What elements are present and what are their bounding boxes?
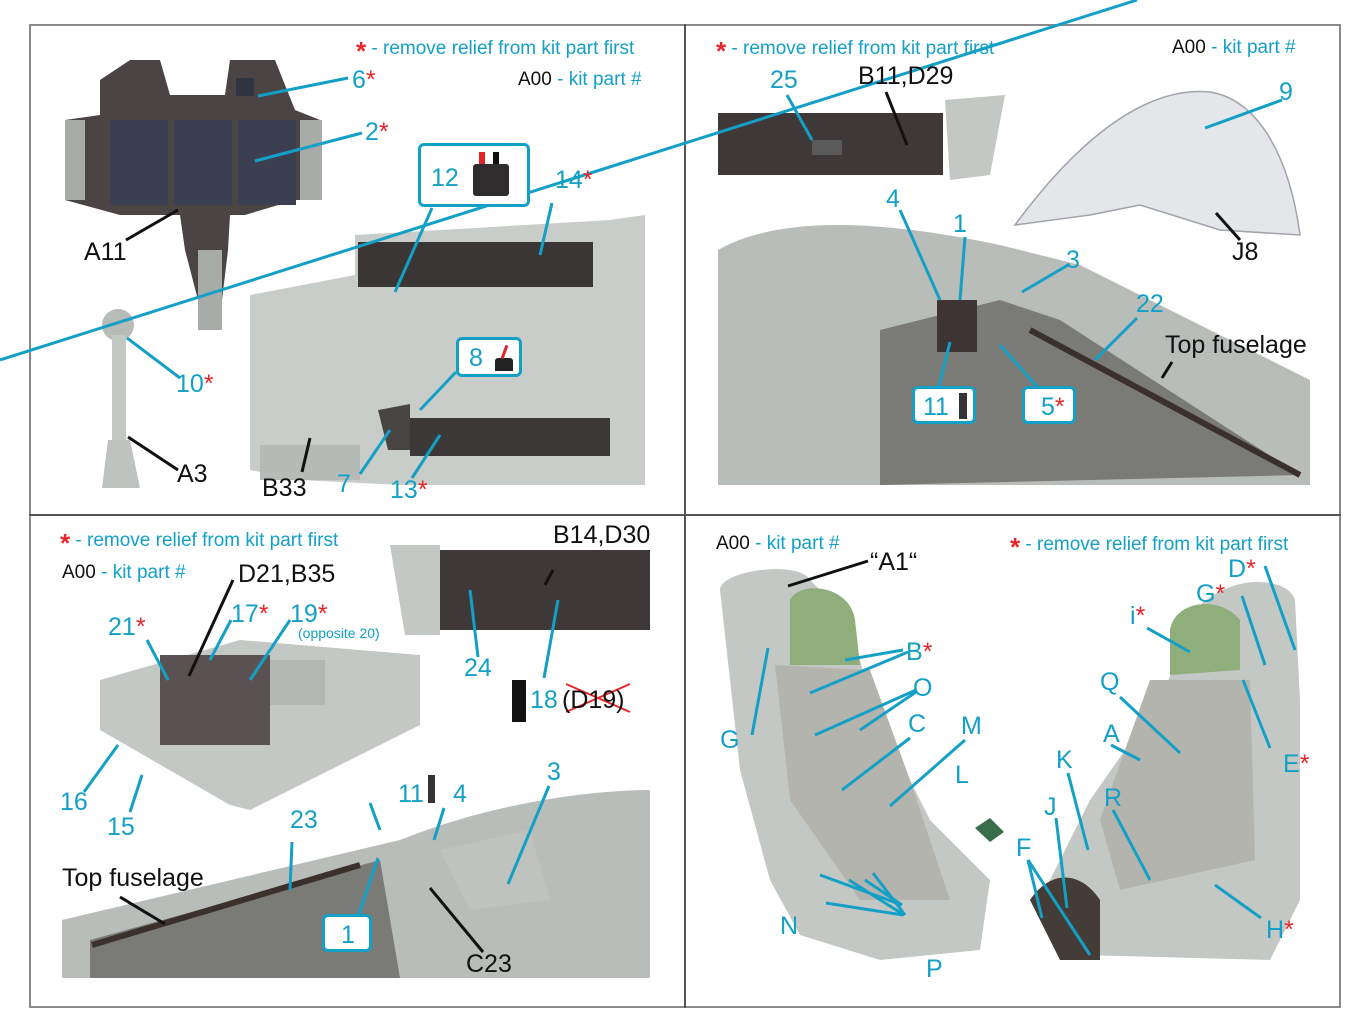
legend-text: - remove relief from kit part first bbox=[371, 38, 635, 59]
kit-part-label-a1: “A1“ bbox=[870, 548, 918, 576]
legend-remove-relief: * - remove relief from kit part first bbox=[60, 530, 338, 556]
part-label-2: 2* bbox=[365, 118, 389, 146]
part-label-1: 1 bbox=[341, 921, 355, 949]
asterisk-icon: * bbox=[356, 36, 367, 66]
callout-box-11: 11 bbox=[912, 386, 976, 424]
part-label-15: 15 bbox=[107, 813, 135, 841]
part-label-m: M bbox=[961, 712, 982, 740]
part-label-10: 10* bbox=[176, 370, 214, 398]
legend-code: A00 bbox=[716, 533, 750, 554]
part-label-12: 12 bbox=[431, 164, 459, 192]
part-label-1: 1 bbox=[953, 210, 967, 238]
part-label-8: 8 bbox=[469, 344, 483, 372]
part-label-4: 4 bbox=[886, 185, 900, 213]
part-label-22: 22 bbox=[1136, 290, 1164, 318]
part-label-21: 21* bbox=[108, 613, 146, 641]
gauge-strip-icon bbox=[428, 775, 435, 803]
part-label-6: 6* bbox=[352, 66, 376, 94]
part-label-r: R bbox=[1104, 784, 1123, 812]
kit-part-label-b11-d29: B11,D29 bbox=[858, 62, 954, 90]
legend-kit-part: A00 - kit part # bbox=[716, 534, 840, 553]
part-label-i: i* bbox=[1130, 602, 1146, 630]
kit-part-label-a3: A3 bbox=[177, 460, 208, 488]
part-label-3: 3 bbox=[547, 758, 561, 786]
asterisk-icon: * bbox=[1010, 532, 1021, 562]
part-label-13: 13* bbox=[390, 476, 428, 504]
part-label-p: P bbox=[926, 955, 943, 983]
dual-switch-icon bbox=[512, 680, 526, 722]
legend-kit-part: A00 - kit part # bbox=[1172, 38, 1296, 57]
part-label-25: 25 bbox=[770, 66, 798, 94]
part-label-4: 4 bbox=[453, 780, 467, 808]
asterisk-icon: * bbox=[60, 528, 71, 558]
kit-part-label-d19-crossed: (D19) bbox=[562, 686, 625, 714]
part-label-c: C bbox=[908, 710, 927, 738]
legend-text: - kit part # bbox=[755, 533, 840, 554]
legend-text: - remove relief from kit part first bbox=[75, 530, 339, 551]
kit-part-label-d21-b35: D21,B35 bbox=[238, 560, 336, 588]
part-label-23: 23 bbox=[290, 806, 318, 834]
black-toggle-icon bbox=[493, 152, 499, 164]
kit-part-label-top-fuselage: Top fuselage bbox=[1165, 331, 1307, 359]
red-lever-icon bbox=[500, 344, 509, 360]
kit-part-label-top-fuselage: Top fuselage bbox=[62, 864, 204, 892]
legend-remove-relief: * - remove relief from kit part first bbox=[1010, 534, 1288, 560]
part-label-e: E* bbox=[1283, 750, 1310, 778]
legend-text: - kit part # bbox=[557, 69, 642, 90]
part-label-a: A bbox=[1103, 720, 1120, 748]
callout-box-5: 5* bbox=[1022, 386, 1076, 424]
part-label-7: 7 bbox=[337, 470, 351, 498]
part-label-n: N bbox=[780, 912, 799, 940]
kit-part-label-a11: A11 bbox=[84, 238, 127, 266]
part-label-14: 14* bbox=[555, 166, 593, 194]
part-label-16: 16 bbox=[60, 788, 88, 816]
panel-divider-horizontal bbox=[29, 514, 1341, 516]
part-label-g-star: G* bbox=[1196, 580, 1226, 608]
legend-kit-part: A00 - kit part # bbox=[518, 70, 642, 89]
note-opposite-20: (opposite 20) bbox=[298, 625, 380, 641]
legend-text: - remove relief from kit part first bbox=[1025, 534, 1289, 555]
part-label-24: 24 bbox=[464, 654, 492, 682]
legend-text: - kit part # bbox=[1211, 37, 1296, 58]
legend-code: A00 bbox=[518, 69, 552, 90]
callout-box-1: 1 bbox=[322, 914, 372, 952]
legend-kit-part: A00 - kit part # bbox=[62, 563, 186, 582]
part-label-17: 17* bbox=[231, 600, 269, 628]
part-label-11: 11 bbox=[398, 780, 424, 808]
kit-part-label-c23: C23 bbox=[466, 950, 512, 978]
part-label-9: 9 bbox=[1279, 78, 1293, 106]
lever-icon bbox=[495, 358, 513, 371]
callout-box-8: 8 bbox=[456, 337, 522, 377]
part-label-f: F bbox=[1016, 834, 1032, 862]
red-toggle-icon bbox=[479, 152, 485, 164]
asterisk-icon: * bbox=[716, 36, 727, 66]
part-label-g: G bbox=[720, 726, 740, 754]
switch-block-icon bbox=[473, 164, 509, 196]
kit-part-label-b33: B33 bbox=[262, 474, 307, 502]
gauge-strip-icon bbox=[959, 393, 967, 419]
legend-text: - remove relief from kit part first bbox=[731, 38, 995, 59]
legend-code: A00 bbox=[62, 562, 96, 583]
legend-text: - kit part # bbox=[101, 562, 186, 583]
panel-divider-vertical bbox=[684, 24, 686, 1008]
legend-code: A00 bbox=[1172, 37, 1206, 58]
kit-part-label-b14-d30: B14,D30 bbox=[553, 521, 651, 549]
part-label-5: 5* bbox=[1041, 393, 1065, 421]
part-label-j: J bbox=[1044, 793, 1057, 821]
part-label-q: Q bbox=[1100, 668, 1120, 696]
part-label-o: O bbox=[913, 674, 933, 702]
part-label-k: K bbox=[1056, 746, 1073, 774]
part-label-3: 3 bbox=[1066, 246, 1080, 274]
kit-part-label-j8: J8 bbox=[1232, 238, 1259, 266]
part-label-l: L bbox=[955, 761, 969, 789]
callout-box-12: 12 bbox=[418, 143, 530, 207]
part-label-d: D* bbox=[1228, 555, 1256, 583]
part-label-b: B* bbox=[906, 638, 933, 666]
legend-remove-relief: * - remove relief from kit part first bbox=[356, 38, 634, 64]
part-label-h: H* bbox=[1266, 916, 1294, 944]
part-label-18: 18 bbox=[530, 686, 558, 714]
part-label-19: 19* bbox=[290, 600, 328, 628]
legend-remove-relief: * - remove relief from kit part first bbox=[716, 38, 994, 64]
part-label-11: 11 bbox=[923, 393, 949, 421]
